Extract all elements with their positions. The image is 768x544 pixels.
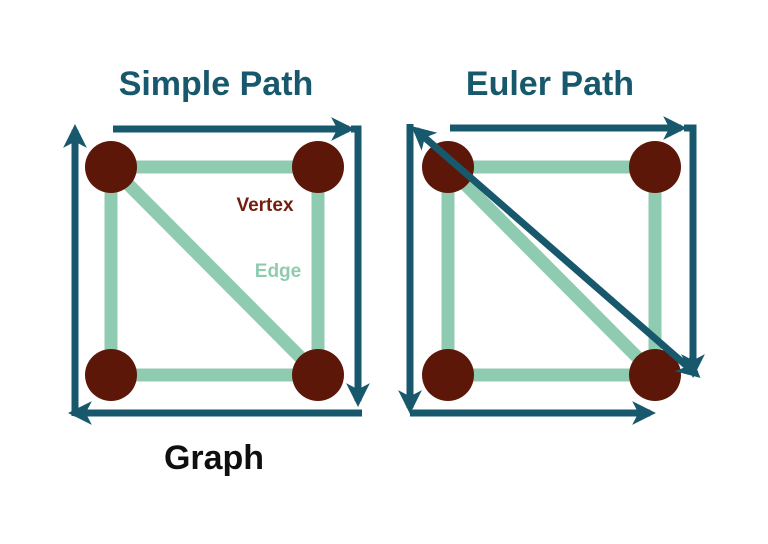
simple-path-arrows: [63, 117, 370, 425]
euler-vertex-bottom-left: [422, 349, 474, 401]
euler-arrow-diagonal-double: [411, 126, 701, 378]
euler-arrow-right-down: [681, 124, 705, 378]
simple-graph-vertices: [85, 141, 344, 401]
euler-vertex-top-right: [629, 141, 681, 193]
simple-graph-edges: [104, 160, 325, 382]
euler-edge-diagonal: [443, 162, 660, 380]
simple-vertex-top-right: [292, 141, 344, 193]
simple-vertex-bottom-right: [292, 349, 344, 401]
euler-path-arrows: [398, 116, 705, 425]
simple-arrow-right-down: [346, 125, 370, 407]
euler-graph-edges: [441, 160, 662, 382]
euler-path-panel: Euler Path: [398, 65, 705, 425]
simple-edge-diagonal: [106, 162, 323, 380]
euler-vertex-top-left: [422, 141, 474, 193]
simple-path-title: Simple Path: [119, 65, 314, 103]
euler-path-title: Euler Path: [466, 65, 634, 103]
simple-path-panel: Simple Path: [63, 65, 370, 425]
simple-vertex-bottom-left: [85, 349, 137, 401]
edge-annotation-label: Edge: [255, 261, 301, 282]
simple-vertex-top-left: [85, 141, 137, 193]
graph-caption: Graph: [164, 439, 264, 477]
vertex-annotation-label: Vertex: [236, 195, 293, 216]
